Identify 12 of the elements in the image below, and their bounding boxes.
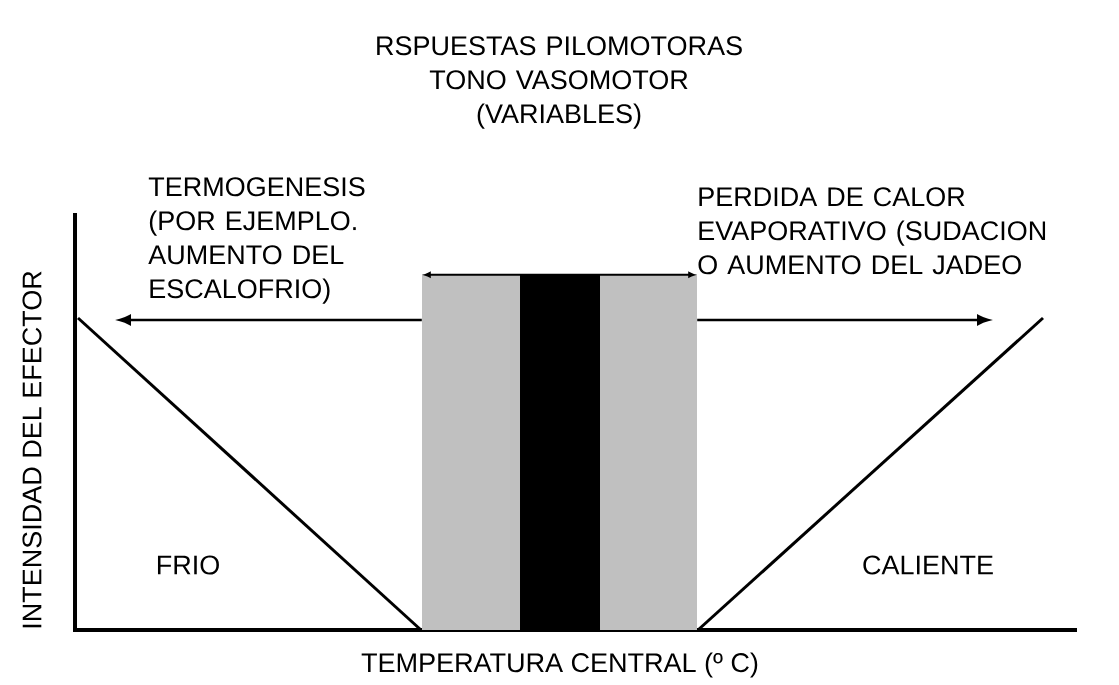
temperature-band [600, 275, 697, 630]
annotation-text: PERDIDA DE CALOR EVAPORATIVO (SUDACION O AUMENTO DEL JADEO [698, 187, 1046, 275]
region-label: CALIENTE [863, 555, 993, 575]
arrow [118, 314, 422, 326]
region-label: FRIO [158, 555, 219, 575]
axis-label: TEMPERATURA CENTRAL (º C) [361, 652, 758, 678]
arrow [697, 314, 990, 326]
axis-label: INTENSIDAD DEL EFECTOR [22, 271, 42, 628]
annotation-text: TERMOGENESIS (POR EJEMPLO. AUMENTO DEL ESCALOFRIO) [148, 177, 365, 304]
temperature-band [422, 275, 520, 630]
title: RSPUESTAS PILOMOTORAS TONO VASOMOTOR (VARIABLES) [377, 36, 742, 129]
temperature-band [520, 275, 600, 630]
